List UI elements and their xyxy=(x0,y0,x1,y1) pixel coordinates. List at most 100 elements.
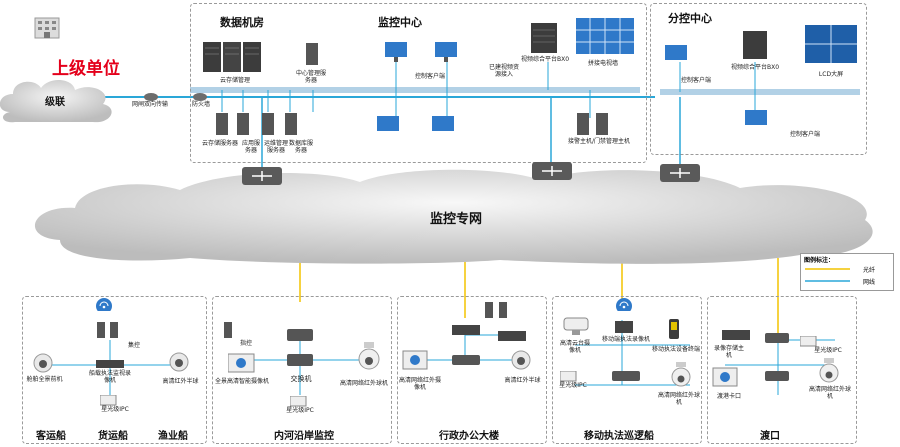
ipc-icon xyxy=(99,392,120,411)
subcenter-client-label: 控制客户端 xyxy=(680,77,711,84)
camera-icon xyxy=(32,353,54,377)
river-ipc-label: 星光级IPC xyxy=(286,407,314,414)
switch-icon xyxy=(287,352,315,372)
ships-label-1: 客运船 xyxy=(36,431,66,442)
patrol-recorder-label: 移动端执法录像机 xyxy=(601,336,650,343)
wireless-icon xyxy=(95,296,113,315)
subcenter-zone xyxy=(650,3,867,155)
ferry-zone xyxy=(707,296,857,444)
ferry-label: 渡口 xyxy=(760,431,780,442)
nvr-icon xyxy=(722,327,752,346)
legacy-resource-label: 已建视频资源接入 xyxy=(488,64,519,78)
patrol-label: 移动执法巡逻船 xyxy=(584,431,654,442)
phone-icon xyxy=(485,302,513,324)
datacenter-title: 数据机房 xyxy=(220,16,264,29)
control-client-label: 控制客户端 xyxy=(414,73,445,80)
recorder-icon xyxy=(96,355,126,374)
app-server-icon xyxy=(236,112,306,140)
switch-icon xyxy=(658,162,702,188)
ptz-camera-icon xyxy=(358,342,380,376)
phone-icon xyxy=(224,322,236,344)
cloud-storage-server-label: 云存储服务器 xyxy=(201,140,238,147)
app-server-label: 应用服务器 xyxy=(241,140,260,154)
switch-icon xyxy=(452,352,482,371)
video-platform-icon xyxy=(742,30,768,64)
snapshot-camera-icon xyxy=(227,352,256,378)
video-wall-icon xyxy=(576,18,634,58)
river-label: 内河沿岸监控 xyxy=(274,431,334,442)
switch-icon xyxy=(530,160,574,186)
cloud-storage-mgmt-label: 云存储管理 xyxy=(219,77,250,84)
firewall-icon xyxy=(192,87,208,106)
switch-icon xyxy=(240,165,284,191)
firewall-label: 防火墙 xyxy=(191,101,210,108)
ferry-ptz-label: 高清网络红外球机 xyxy=(808,386,851,400)
terminal-icon xyxy=(402,350,428,376)
subcenter-client2-label: 控制客户端 xyxy=(789,131,820,138)
storage-host-icon xyxy=(576,112,616,140)
ferry-ipc-label: 星光级IPC xyxy=(814,347,842,354)
client-monitor-icon xyxy=(665,45,691,69)
switch-icon xyxy=(765,330,791,349)
patrol-zone xyxy=(552,296,702,444)
river-ptz-label: 高清网络红外球机 xyxy=(340,380,389,387)
gateway-icon xyxy=(143,87,159,106)
ferry-gate-label: 渡港卡口 xyxy=(716,393,741,400)
river-phone-label: 指控 xyxy=(239,340,252,347)
network-label: 监控专网 xyxy=(430,212,483,227)
video-platform-icon xyxy=(530,22,558,58)
patrol-ipc-label: 星光级IPC xyxy=(559,382,587,389)
cascade-label: 级联 xyxy=(45,97,65,108)
legend-title: 图例标注： xyxy=(804,257,835,264)
ships-label-3: 渔业船 xyxy=(158,431,188,442)
patrol-terminal-label: 移动执法设备终端 xyxy=(651,346,700,353)
subcenter-title: 分控中心 xyxy=(668,12,712,25)
office-label: 行政办公大楼 xyxy=(439,431,499,442)
gateway-label: 网闸双向传输 xyxy=(131,101,168,108)
client-monitor-icon xyxy=(377,116,457,142)
ships-camera-right-label: 高清红外半球 xyxy=(162,378,199,385)
switch-icon xyxy=(612,368,642,387)
ships-phone-label: 集控 xyxy=(127,342,140,349)
ptz-camera-icon xyxy=(562,316,592,340)
river-switch-label: 交换机 xyxy=(290,375,312,383)
superior-unit-title: 上级单位 xyxy=(52,59,120,79)
monitor-center-title: 监控中心 xyxy=(378,16,422,29)
central-server-icon xyxy=(305,42,319,70)
subcenter-platform-label: 视频综合平台BX0 xyxy=(730,64,780,71)
client-monitor-icon xyxy=(745,110,771,134)
nvr-icon xyxy=(498,328,528,347)
ipc-icon xyxy=(559,368,580,387)
recorder-icon xyxy=(615,320,635,339)
terminal-icon xyxy=(668,318,680,346)
ships-recorder-label: 船载执法监视录像机 xyxy=(88,370,131,384)
dome-camera-icon xyxy=(510,350,532,374)
cloud-storage-server-icon xyxy=(215,112,229,140)
gate-terminal-icon xyxy=(712,367,738,393)
ipc-icon xyxy=(289,393,310,412)
patrol-cam1-label: 高清云台摄像机 xyxy=(559,340,590,354)
wireless-icon xyxy=(615,296,633,315)
switch-icon xyxy=(765,368,791,387)
nvr-icon xyxy=(452,322,482,341)
office-dome-label: 高清红外半球 xyxy=(504,377,541,384)
legend-fiber: 光纤 xyxy=(863,267,876,274)
lcd-screen-label: LCD大屏 xyxy=(818,71,844,78)
patrol-ptz-label: 高清网络红外球机 xyxy=(657,392,700,406)
ships-label-2: 货运船 xyxy=(98,431,128,442)
ships-zone xyxy=(22,296,207,444)
client-monitor-icon xyxy=(385,42,460,68)
cascade-cloud xyxy=(0,72,120,127)
office-zone xyxy=(397,296,547,444)
phone-icon xyxy=(97,322,121,344)
ships-ipc-label: 星光级IPC xyxy=(101,406,129,413)
network-cloud xyxy=(20,160,890,270)
dome-camera-icon xyxy=(168,352,190,376)
river-zone xyxy=(212,296,392,444)
ptz-camera-icon xyxy=(670,362,692,392)
river-snapshot-label: 全景高清智能摄像机 xyxy=(214,378,269,385)
office-terminal-label: 高清网络红外摄像机 xyxy=(398,377,441,391)
storage-host-label: 接警主机/门禁管理主机 xyxy=(567,138,631,145)
datacenter-monitor-zone xyxy=(190,3,647,163)
legend-box: 图例标注： 光纤 网线 xyxy=(800,253,894,291)
